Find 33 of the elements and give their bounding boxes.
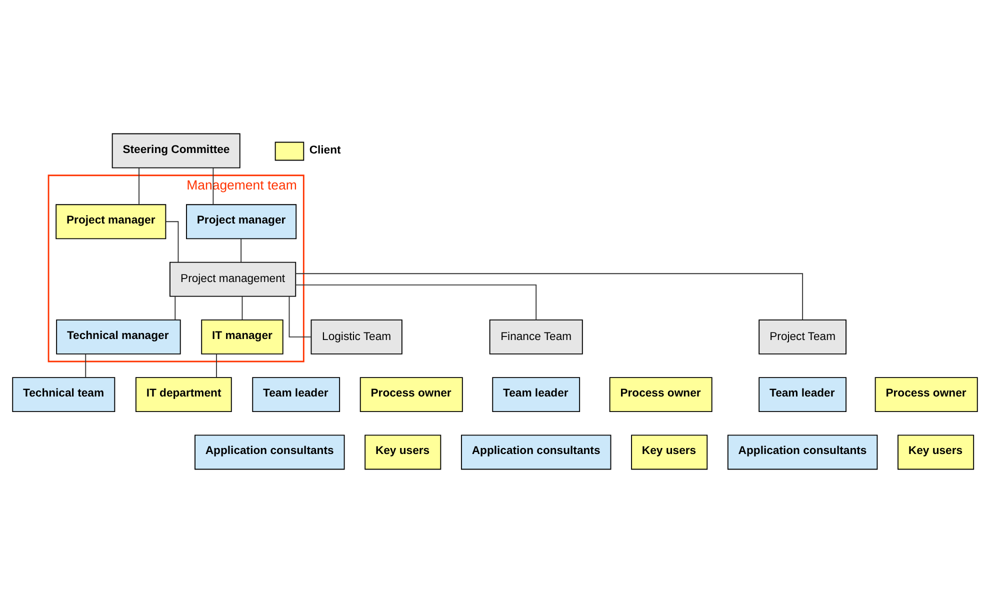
node-box: Project Team [758, 318, 846, 354]
node-box: IT department [135, 376, 232, 412]
connector [240, 238, 242, 262]
node-box: Team leader [252, 376, 340, 412]
connector [295, 284, 537, 320]
node-box: Finance Team [489, 318, 583, 354]
connector [174, 296, 176, 320]
node-box: Application consultants [460, 434, 612, 470]
connector [242, 296, 243, 320]
node-box: Project manager [186, 204, 297, 239]
node-box: Application consultants [727, 434, 878, 470]
node-box: Team leader [492, 376, 580, 412]
node-box: Key users [898, 434, 974, 470]
node-box: Project manager [56, 204, 166, 239]
node-box: Steering Committee [112, 132, 240, 168]
legend-label: Client [309, 144, 341, 156]
connector [295, 272, 804, 320]
node-box: Application consultants [194, 434, 345, 470]
node-box: Process owner [360, 376, 463, 412]
connector [216, 353, 217, 378]
node-box: Key users [631, 434, 708, 470]
node-box: Logistic Team [310, 318, 402, 354]
connector [288, 296, 312, 337]
node-box: Project management [169, 261, 296, 296]
connector [138, 166, 140, 204]
node-box: Process owner [874, 376, 978, 412]
connector [85, 353, 86, 378]
node-box: IT manager [201, 318, 284, 354]
node-box: Key users [364, 434, 442, 470]
node-box: Team leader [758, 376, 846, 412]
node-box: Technical manager [56, 318, 181, 354]
node-box: Process owner [609, 376, 712, 412]
node-box: Technical team [12, 376, 116, 412]
